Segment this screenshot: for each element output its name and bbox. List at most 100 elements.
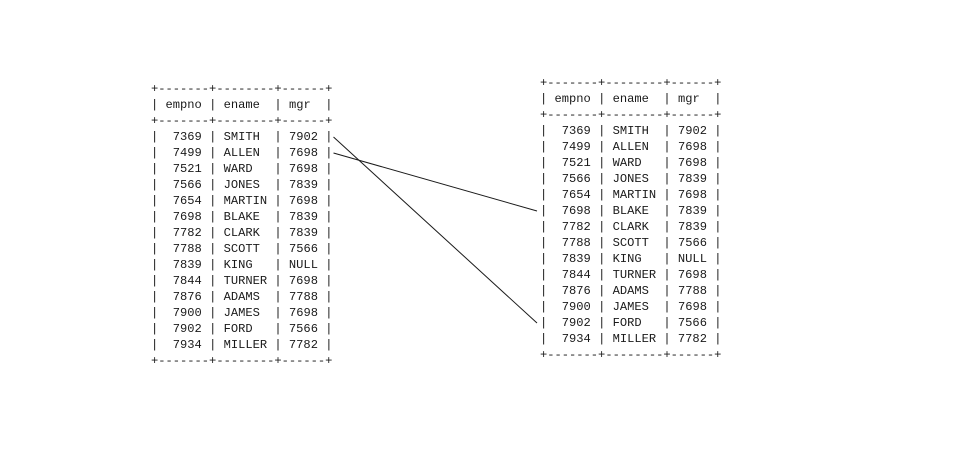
table-border: +-------+--------+------+ [151, 82, 333, 96]
table-row: | 7521 | WARD | 7698 | [151, 162, 333, 176]
table-cell: ALLEN [223, 146, 260, 160]
table-cell: KING [223, 258, 253, 272]
table-cell: 7521 [561, 156, 591, 170]
table-cell: ADAMS [612, 284, 649, 298]
table-cell: 7782 [172, 226, 202, 240]
connector-line [333, 136, 538, 324]
table-cell: 7782 [288, 338, 318, 352]
table-row: | 7876 | ADAMS | 7788 | [540, 284, 722, 298]
table-border: +-------+--------+------+ [540, 76, 722, 90]
table-cell: 7844 [172, 274, 202, 288]
table-cell: 7654 [172, 194, 202, 208]
table-cell: 7566 [677, 316, 707, 330]
table-cell: 7521 [172, 162, 202, 176]
table-cell: 7698 [677, 156, 707, 170]
table-cell: 7788 [288, 290, 318, 304]
table-border: +-------+--------+------+ [151, 354, 333, 368]
table-row: | 7654 | MARTIN | 7698 | [540, 188, 722, 202]
table-row: | 7782 | CLARK | 7839 | [151, 226, 333, 240]
table-row: | 7782 | CLARK | 7839 | [540, 220, 722, 234]
table-cell: 7654 [561, 188, 591, 202]
table-cell: SMITH [612, 124, 649, 138]
table-cell: 7788 [561, 236, 591, 250]
table-cell: 7782 [677, 332, 707, 346]
column-header: ename [612, 92, 649, 106]
table-row: | 7369 | SMITH | 7902 | [540, 124, 722, 138]
table-border: +-------+--------+------+ [540, 108, 722, 122]
table-cell: 7698 [677, 140, 707, 154]
table-cell: 7876 [172, 290, 202, 304]
table-cell: TURNER [223, 274, 268, 288]
table-cell: FORD [223, 322, 253, 336]
table-row: | 7369 | SMITH | 7902 | [151, 130, 333, 144]
table-cell: 7902 [561, 316, 591, 330]
table-cell: 7369 [561, 124, 591, 138]
table-row: | 7566 | JONES | 7839 | [540, 172, 722, 186]
table-cell: 7839 [677, 220, 707, 234]
table-border: +-------+--------+------+ [540, 348, 722, 362]
table-cell: 7698 [288, 162, 318, 176]
column-header: empno [554, 92, 591, 106]
table-row: | 7698 | BLAKE | 7839 | [540, 204, 722, 218]
table-cell: SCOTT [223, 242, 260, 256]
table-cell: ALLEN [612, 140, 649, 154]
table-cell: 7900 [561, 300, 591, 314]
table-row: | 7839 | KING | NULL | [540, 252, 722, 266]
table-cell: 7902 [288, 130, 318, 144]
table-cell: WARD [223, 162, 253, 176]
table-cell: 7902 [677, 124, 707, 138]
table-cell: JONES [612, 172, 649, 186]
table-cell: CLARK [612, 220, 649, 234]
table-cell: BLAKE [223, 210, 260, 224]
table-cell: 7876 [561, 284, 591, 298]
table-row: | 7876 | ADAMS | 7788 | [151, 290, 333, 304]
table-cell: 7698 [561, 204, 591, 218]
table-row: | 7839 | KING | NULL | [151, 258, 333, 272]
table-row: | 7900 | JAMES | 7698 | [540, 300, 722, 314]
table-cell: 7499 [561, 140, 591, 154]
column-header: mgr [677, 92, 700, 106]
table-cell: SCOTT [612, 236, 649, 250]
table-cell: 7934 [172, 338, 202, 352]
table-cell: WARD [612, 156, 642, 170]
table-row: | 7844 | TURNER | 7698 | [151, 274, 333, 288]
table-row: | 7900 | JAMES | 7698 | [151, 306, 333, 320]
table-cell: MARTIN [223, 194, 268, 208]
table-cell: 7788 [172, 242, 202, 256]
table-cell: 7566 [677, 236, 707, 250]
connector-line [333, 152, 538, 212]
table-cell: BLAKE [612, 204, 649, 218]
table-cell: 7698 [677, 268, 707, 282]
table-cell: 7698 [172, 210, 202, 224]
table-cell: FORD [612, 316, 642, 330]
column-header: empno [165, 98, 202, 112]
table-cell: KING [612, 252, 642, 266]
table-cell: 7566 [288, 322, 318, 336]
table-cell: NULL [677, 252, 707, 266]
table-cell: SMITH [223, 130, 260, 144]
table-row: | 7566 | JONES | 7839 | [151, 178, 333, 192]
table-cell: 7698 [288, 146, 318, 160]
table-cell: 7369 [172, 130, 202, 144]
table-cell: CLARK [223, 226, 260, 240]
table-row: | 7521 | WARD | 7698 | [540, 156, 722, 170]
table-cell: MILLER [612, 332, 657, 346]
table-cell: 7902 [172, 322, 202, 336]
table-cell: JAMES [223, 306, 260, 320]
table-row: | 7788 | SCOTT | 7566 | [151, 242, 333, 256]
table-cell: TURNER [612, 268, 657, 282]
table-row: | 7698 | BLAKE | 7839 | [151, 210, 333, 224]
table-row: | 7902 | FORD | 7566 | [540, 316, 722, 330]
table-header-row: | empno | ename | mgr | [151, 98, 333, 112]
table-row: | 7499 | ALLEN | 7698 | [540, 140, 722, 154]
table-row: | 7902 | FORD | 7566 | [151, 322, 333, 336]
table-cell: 7698 [288, 306, 318, 320]
table-row: | 7499 | ALLEN | 7698 | [151, 146, 333, 160]
table-cell: 7934 [561, 332, 591, 346]
table-row: | 7934 | MILLER | 7782 | [540, 332, 722, 346]
table-cell: 7566 [288, 242, 318, 256]
table-cell: 7782 [561, 220, 591, 234]
table-cell: 7499 [172, 146, 202, 160]
table-header-row: | empno | ename | mgr | [540, 92, 722, 106]
